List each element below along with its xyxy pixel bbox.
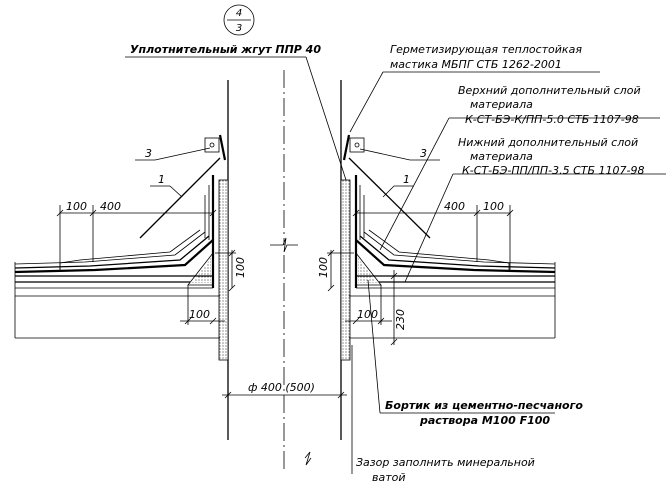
roof-slab (14, 262, 556, 339)
dim-right-100-bottom: 100 (357, 308, 378, 321)
dim-right-100-top: 100 (483, 200, 504, 213)
dim-pipe-diameter: ф 400 (500) (248, 381, 315, 394)
mastic-label-line2: мастика МБПГ СТБ 1262-2001 (390, 58, 562, 71)
section-marker-top: 4 (236, 8, 242, 19)
left-clamp (204, 137, 220, 153)
left-fillet-hatch (192, 258, 211, 283)
item-number-left-1: 1 (158, 173, 165, 186)
callout-texts: Уплотнительный жгут ППР 40 Герметизирующ… (130, 43, 645, 484)
upper-layer-label-line3: К-СТ-БЭ-К/ПП-5.0 СТБ 1107-98 (465, 113, 639, 126)
upper-layer-label-line1: Верхний дополнительный слой (458, 84, 641, 97)
upper-layer-label-line2: материала (470, 98, 533, 111)
section-marker-bottom: 3 (236, 23, 242, 34)
dim-left-100-top: 100 (66, 200, 87, 213)
right-fillet-hatch (358, 258, 377, 283)
dimension-lines (56, 205, 514, 399)
left-pipe-insulation (218, 179, 229, 361)
lower-layer-label-line1: Нижний дополнительный слой (458, 136, 638, 149)
sealing-cord-label: Уплотнительный жгут ППР 40 (130, 43, 321, 56)
lower-layer-label-line2: материала (470, 150, 533, 163)
lower-layer-label-line3: К-СТ-БЭ-ПП/ПП-3.5 СТБ 1107-98 (462, 164, 645, 177)
dim-right-230: 230 (394, 309, 407, 330)
dim-left-100-vertical: 100 (234, 257, 247, 278)
item-number-right-3: 3 (420, 147, 427, 160)
left-flashing (14, 134, 229, 361)
right-clamp (349, 137, 365, 153)
right-flashing (340, 134, 556, 361)
leader-lines (125, 56, 666, 474)
dim-right-400: 400 (444, 200, 465, 213)
item-number-left-3: 3 (145, 147, 152, 160)
dim-left-400: 400 (100, 200, 121, 213)
dim-left-100-bottom: 100 (189, 308, 210, 321)
right-pipe-insulation (340, 179, 351, 361)
mastic-label-line1: Герметизирующая теплостойкая (390, 43, 582, 56)
gap-label-line2: ватой (372, 471, 406, 484)
section-marker: 4 3 (223, 4, 255, 36)
dimension-texts: 100 400 400 100 100 100 100 100 230 ф 40… (66, 200, 504, 394)
border-label-line2: раствора М100 F100 (419, 414, 550, 427)
dim-right-100-vertical: 100 (317, 257, 330, 278)
border-label-line1: Бортик из цементно-песчаного (385, 399, 583, 412)
item-number-right-1: 1 (403, 173, 410, 186)
gap-label-line1: Зазор заполнить минеральной (356, 456, 535, 469)
item-numbers: 3 1 3 1 (145, 147, 427, 186)
